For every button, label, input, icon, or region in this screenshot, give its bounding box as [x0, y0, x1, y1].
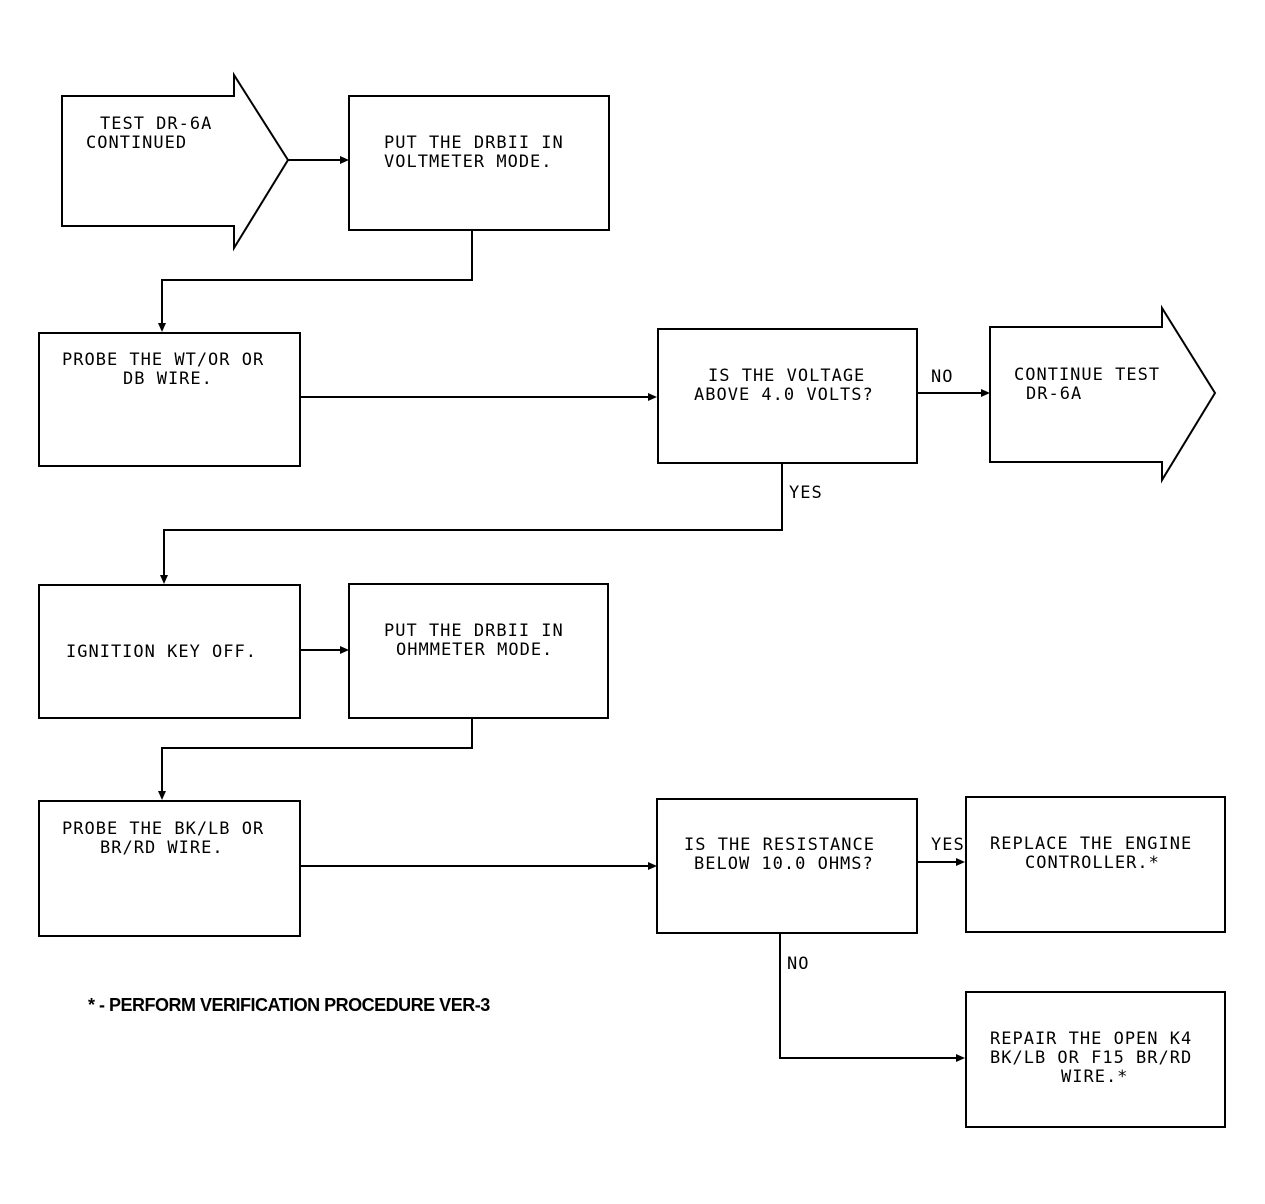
continue-arrow-shape: [989, 304, 1217, 484]
arrowhead: [648, 393, 657, 401]
resistance-question-text-line1: IS THE RESISTANCE: [684, 835, 875, 855]
voltmeter-mode-text-line1: PUT THE DRBII IN: [384, 133, 564, 153]
replace-controller-box: [965, 796, 1226, 933]
ohmmeter-mode-text-line1: PUT THE DRBII IN: [384, 621, 564, 641]
arrowhead: [956, 1054, 965, 1062]
start-arrow-shape: [61, 71, 290, 252]
footnote: * - PERFORM VERIFICATION PROCEDURE VER-3: [88, 995, 490, 1015]
probe-bk-lb-text-line2: BR/RD WIRE.: [100, 838, 224, 858]
replace-controller-text-line2: CONTROLLER.*: [1025, 853, 1160, 873]
arrowhead: [158, 791, 166, 800]
start-arrow-text-line2: CONTINUED: [86, 133, 188, 153]
edge-voltage-yes: [163, 463, 783, 577]
arrowhead: [340, 646, 349, 654]
voltmeter-mode-text-line2: VOLTMETER MODE.: [384, 152, 553, 172]
arrowhead: [956, 858, 965, 866]
probe-bk-lb-box: [38, 800, 301, 937]
repair-wire-text-line3: WIRE.*: [1061, 1067, 1129, 1087]
resistance-no-label: NO: [787, 954, 810, 974]
ohmmeter-mode-text-line2: OHMMETER MODE.: [396, 640, 554, 660]
start-arrow-text-line1: TEST DR-6A: [100, 114, 213, 134]
voltage-question-box: [657, 328, 918, 464]
repair-wire-box: [965, 991, 1226, 1128]
repair-wire-text-line2: BK/LB OR F15 BR/RD: [990, 1048, 1193, 1068]
voltage-question-text-line1: IS THE VOLTAGE: [708, 366, 866, 386]
voltmeter-mode-box: [348, 95, 610, 231]
edge-ohmmeter-to-probe: [161, 718, 473, 793]
arrowhead: [648, 862, 657, 870]
resistance-question-text-line2: BELOW 10.0 OHMS?: [694, 854, 874, 874]
voltage-question-text-line2: ABOVE 4.0 VOLTS?: [694, 385, 874, 405]
ignition-off-box: [38, 584, 301, 719]
continue-arrow-text-line2: DR-6A: [1026, 384, 1083, 404]
probe-wt-or-text-line2: DB WIRE.: [123, 369, 213, 389]
arrowhead: [340, 156, 349, 164]
replace-controller-text-line1: REPLACE THE ENGINE: [990, 834, 1193, 854]
resistance-yes-label: YES: [931, 835, 965, 855]
edge-voltmeter-to-probe: [161, 230, 473, 325]
resistance-question-box: [656, 798, 918, 934]
continue-arrow-text-line1: CONTINUE TEST: [1014, 365, 1161, 385]
repair-wire-text-line1: REPAIR THE OPEN K4: [990, 1029, 1193, 1049]
arrowhead: [981, 389, 990, 397]
voltage-no-label: NO: [931, 367, 954, 387]
probe-bk-lb-text-line1: PROBE THE BK/LB OR: [62, 819, 265, 839]
edge-resistance-no: [779, 933, 958, 1059]
ohmmeter-mode-box: [348, 583, 609, 719]
arrowhead: [158, 323, 166, 332]
probe-wt-or-text-line1: PROBE THE WT/OR OR: [62, 350, 265, 370]
probe-wt-or-box: [38, 332, 301, 467]
voltage-yes-label: YES: [789, 483, 823, 503]
ignition-off-text: IGNITION KEY OFF.: [66, 642, 257, 662]
arrowhead: [160, 575, 168, 584]
